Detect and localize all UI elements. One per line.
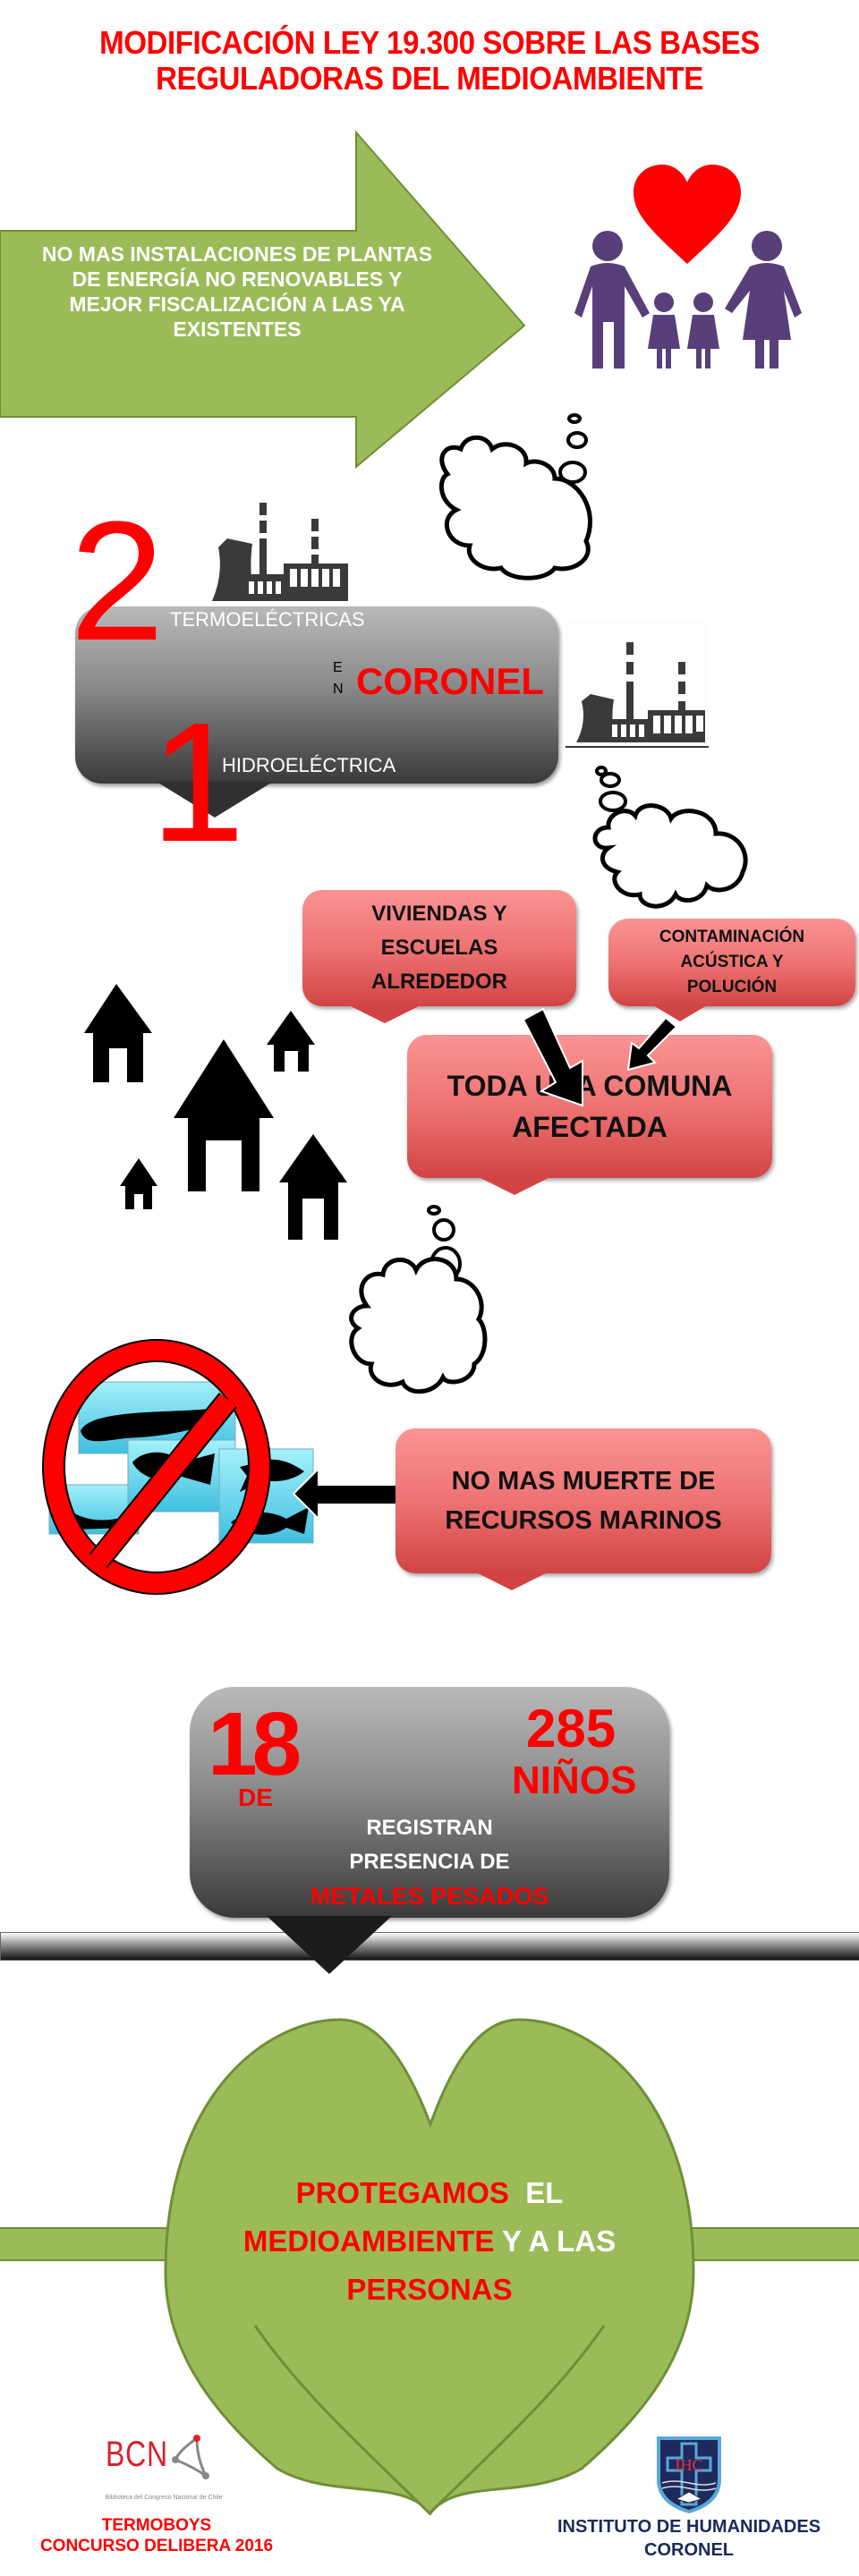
school-line: CORONEL [644, 2540, 734, 2560]
credits: TERMOBOYS CONCURSO DELIBERA 2016 [27, 2515, 286, 2556]
closing-white-text: Y A LAS [501, 2224, 617, 2258]
factory-icon [566, 642, 709, 748]
bubble-line: VIVIENDAS Y [371, 902, 507, 926]
title-line-1: MODIFICACIÓN LEY 19.300 SOBRE LAS BASES [99, 24, 760, 61]
arrow-line: MEJOR FISCALIZACIÓN A LAS YA [69, 292, 405, 316]
bubble-line: AFECTADA [512, 1111, 668, 1143]
bubble-line: ACÚSTICA Y [680, 953, 784, 971]
hydro-label: HIDROELÉCTRICA [222, 754, 396, 776]
green-heart-tip [253, 2325, 606, 2516]
house-icon [84, 984, 152, 1082]
bubble-line: ESCUELAS [380, 936, 498, 960]
bubble-pointer [653, 1005, 707, 1021]
hydro-count: 1 [150, 688, 245, 877]
heart-icon [634, 165, 741, 264]
closing-message: PROTEGAMOS EL MEDIOAMBIENTE Y A LAS PERS… [179, 2169, 680, 2314]
bubble-pointer [349, 1005, 421, 1023]
callout-pointer [267, 1916, 392, 1974]
title-line-2: REGULADORAS DEL MEDIOAMBIENTE [156, 60, 703, 97]
bubble-line: ALREDEDOR [370, 970, 507, 994]
stat-total: 285 [526, 1699, 617, 1758]
contest-name: CONCURSO DELIBERA 2016 [39, 2537, 274, 2555]
thought-cloud-icon [349, 1205, 488, 1394]
stat-count: 18 [208, 1694, 302, 1794]
stat-de: DE [238, 1784, 273, 1811]
stat-total-label: NIÑOS [512, 1758, 637, 1802]
arrow-down-icon [626, 1016, 678, 1072]
affected-bubble: TODA UNA COMUNA AFECTADA [407, 1035, 772, 1178]
house-icon [120, 1158, 157, 1209]
green-arrow-shape [0, 130, 526, 470]
en-letters: E N [333, 657, 344, 700]
stat-line: REGISTRAN [366, 1816, 493, 1840]
arrow-line: EXISTENTES [173, 318, 302, 341]
thought-cloud-icon [592, 766, 748, 909]
bubble-line: TODA UNA COMUNA [447, 1070, 733, 1102]
marine-bubble: NO MAS MUERTE DE RECURSOS MARINOS [395, 1428, 771, 1573]
arrow-line: DE ENERGÍA NO RENOVABLES Y [72, 267, 403, 291]
pollution-bubble: CONTAMINACIÓN ACÚSTICA Y POLUCIÓN [608, 919, 855, 1006]
city-name: CORONEL [356, 660, 544, 702]
divider-bar [0, 1932, 859, 1961]
stat-line-highlight: METALES PESADOS [310, 1883, 549, 1910]
bubble-line: RECURSOS MARINOS [445, 1506, 722, 1535]
arrow-down-icon [522, 1007, 583, 1107]
houses-icon [84, 984, 347, 1240]
closing-red-text: PROTEGAMOS [295, 2176, 509, 2209]
closing-red-text: PERSONAS [346, 2273, 513, 2306]
house-icon [279, 1134, 347, 1240]
school-name: INSTITUTO DE HUMANIDADES CORONEL [528, 2515, 850, 2562]
power-plants-callout [75, 606, 558, 784]
marine-life-icon [42, 1339, 314, 1595]
shield-text: IHC [676, 2456, 703, 2474]
closing-red-text: MEDIOAMBIENTE [242, 2224, 495, 2258]
arrow-banner-text: NO MAS INSTALACIONES DE PLANTAS DE ENERG… [9, 242, 465, 342]
bcn-logo: BCN [106, 2435, 168, 2474]
en-letter: E [333, 660, 343, 675]
bubble-pointer [479, 1177, 550, 1195]
bcn-network-icon [172, 2435, 209, 2479]
thermo-count: 2 [70, 487, 165, 676]
callout-pointer [157, 782, 273, 818]
school-line: INSTITUTO DE HUMANIDADES [557, 2517, 821, 2537]
housing-bubble: VIVIENDAS Y ESCUELAS ALREDEDOR [302, 890, 576, 1006]
page-title: MODIFICACIÓN LEY 19.300 SOBRE LAS BASES … [34, 25, 824, 97]
closing-white-text: EL [525, 2176, 564, 2209]
whale-icon [81, 1396, 229, 1442]
bubble-pointer [476, 1572, 548, 1590]
bubble-line: CONTAMINACIÓN [659, 928, 805, 946]
stat-description: REGISTRAN PRESENCIA DE METALES PESADOS [268, 1811, 591, 1913]
bubble-line: NO MAS MUERTE DE [451, 1467, 716, 1496]
factory-icon [212, 503, 348, 601]
bcn-subtitle: Biblioteca del Congreso Nacional de Chil… [105, 2495, 223, 2501]
stats-callout [190, 1687, 669, 1918]
en-letter: N [333, 682, 344, 697]
house-icon [174, 1039, 274, 1191]
prohibited-icon [42, 1339, 271, 1595]
family-heart-icon [574, 165, 802, 369]
house-icon [267, 1011, 315, 1072]
team-name: TERMOBOYS [101, 2516, 212, 2535]
stat-line: PRESENCIA DE [349, 1850, 510, 1874]
arrow-line: NO MAS INSTALACIONES DE PLANTAS [41, 242, 433, 266]
thought-cloud-icon [438, 413, 592, 580]
ihc-shield-icon: IHC [657, 2436, 721, 2513]
thermo-label: TERMOELÉCTRICAS [170, 608, 365, 631]
bubble-line: POLUCIÓN [686, 978, 778, 996]
